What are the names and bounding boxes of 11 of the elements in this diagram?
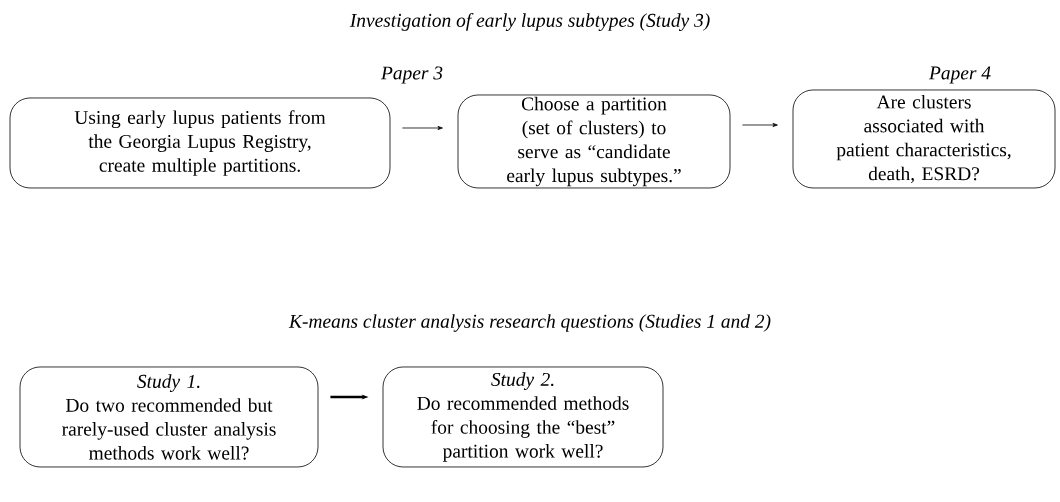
process-box: Are clusters associated with patient characteristics, death, ESRD? — [792, 89, 1056, 189]
section-heading: Investigation of early lupus subtypes (Study 3) — [349, 13, 710, 31]
process-box: Using early lupus patients from the Georgia Lupus Registry, create multiple partitions. — [9, 97, 391, 189]
process-box: Choose a partition (set of clusters) to serve as “candidate early lupus subtypes.” — [457, 94, 731, 189]
box-heading: Paper 3 — [380, 66, 443, 84]
arrow — [402, 125, 443, 130]
arrow — [742, 122, 778, 127]
section-heading: K-means cluster analysis research questions (Studies 1 and 2) — [288, 314, 771, 332]
box-heading: Paper 4 — [928, 66, 991, 84]
process-box: Study 2. Do recommended methods for choosing the “best” partition work well? — [382, 366, 664, 468]
process-box: Study 1. Do two recommended but rarely-used cluster analysis methods work well? — [19, 366, 319, 468]
